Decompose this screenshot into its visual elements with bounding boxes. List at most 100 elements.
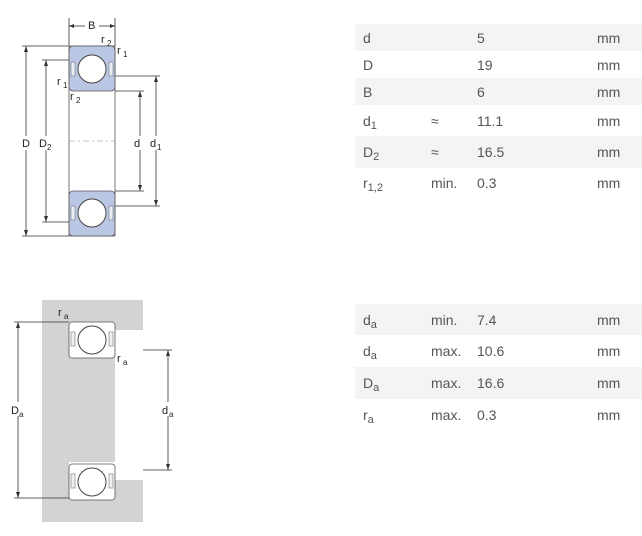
dimension-qualifier: ≈ — [431, 144, 439, 160]
dimension-symbol: d — [355, 24, 423, 51]
dimension-value: 10.6 — [477, 343, 505, 359]
dimension-symbol: da — [355, 335, 423, 367]
table-row: da max. 10.6 mm — [355, 335, 642, 367]
label-r2-top: r — [101, 34, 105, 46]
dimension-symbol: ra — [355, 399, 423, 430]
dimension-value: 7.4 — [477, 311, 497, 328]
symbol-letter: d — [363, 112, 371, 129]
dimension-value: 19 — [477, 56, 493, 73]
table-row: da min. 7.4 mm — [355, 304, 642, 335]
dimension-symbol: d1 — [355, 105, 423, 136]
dimension-qualifier: max. — [431, 406, 462, 423]
dimension-qualifier: max. — [431, 375, 462, 391]
dimension-symbol: B — [355, 78, 423, 105]
table-row: D 19 mm — [355, 51, 642, 78]
dimension-value: 6 — [477, 83, 485, 100]
dimension-qualifier: ≈ — [431, 112, 439, 129]
symbol-subscript: a — [370, 350, 377, 362]
table-row: B 6 mm — [355, 78, 642, 105]
label-d1-sub: 1 — [157, 143, 162, 152]
symbol-subscript: a — [367, 413, 374, 426]
bearing-body — [68, 45, 116, 237]
dimension-qualifier — [423, 78, 469, 105]
label-ra-top: r — [58, 307, 62, 319]
label-da-housing: D — [11, 405, 19, 417]
symbol-letter: D — [363, 375, 374, 391]
label-ra-top-sub: a — [64, 312, 69, 321]
symbol-subscript: 1 — [370, 119, 377, 132]
label-ra-right: r — [117, 353, 121, 365]
symbol-letter: d — [363, 311, 371, 328]
outer-diameter-dimension — [22, 45, 69, 237]
dimension-value: 16.5 — [477, 144, 505, 160]
dimension-unit: mm — [597, 112, 621, 129]
symbol-letter: r — [363, 175, 368, 191]
shaft-diameter-dimension — [143, 349, 172, 471]
abutment-dimensions-diagram: D a d a r a r a — [11, 300, 174, 522]
dimension-qualifier — [423, 24, 469, 51]
dimension-qualifier: max. — [431, 343, 462, 359]
dimension-value: 11.1 — [477, 112, 504, 129]
dimension-value: 0.3 — [477, 406, 497, 423]
dimension-value: 0.3 — [477, 175, 497, 191]
dimension-unit: mm — [597, 144, 621, 160]
dimension-unit: mm — [597, 406, 621, 423]
symbol-letter: d — [363, 343, 371, 359]
label-ra-right-sub: a — [123, 358, 128, 367]
label-r1-top: r — [117, 45, 121, 57]
label-d-bore: d — [134, 138, 140, 150]
dimension-symbol: D — [355, 51, 423, 78]
label-da-housing-sub: a — [19, 410, 24, 419]
dimension-unit: mm — [597, 83, 621, 100]
symbol-letter: r — [363, 406, 368, 423]
label-d-outer: D — [22, 138, 30, 150]
housing-diameter-dimension — [14, 321, 69, 499]
dimension-unit: mm — [597, 29, 621, 46]
label-b: B — [88, 20, 95, 32]
bearing-sections — [68, 321, 116, 501]
symbol-letter: D — [363, 144, 374, 160]
dimension-unit: mm — [597, 311, 621, 328]
label-d1: d — [150, 138, 156, 150]
table-row: d 5 mm — [355, 24, 642, 51]
dimension-unit: mm — [597, 56, 621, 73]
dimension-qualifier: min. — [431, 175, 458, 191]
symbol-letter: D — [363, 56, 374, 73]
dimension-symbol: da — [355, 304, 423, 335]
label-da-shaft: d — [162, 405, 168, 417]
dimension-unit: mm — [597, 343, 621, 359]
table-row: r1,2 min. 0.3 mm — [355, 168, 642, 198]
symbol-subscript: 1,2 — [367, 182, 383, 194]
symbol-letter: d — [363, 29, 371, 46]
label-d2: D — [39, 138, 47, 150]
bearing-dimensions-diagram: B D D 2 d d 1 — [22, 18, 162, 237]
label-d2-sub: 2 — [47, 143, 52, 152]
dimension-unit: mm — [597, 375, 621, 391]
table-row: d1 ≈11.1 mm — [355, 105, 642, 136]
label-r2-left: r — [70, 91, 74, 103]
label-r2-left-sub: 2 — [76, 96, 81, 105]
dimension-symbol: r1,2 — [355, 168, 423, 198]
label-r1-left-sub: 1 — [63, 81, 68, 90]
width-b-dimension — [68, 18, 116, 46]
label-r1-left: r — [57, 76, 61, 88]
symbol-subscript: 2 — [373, 151, 380, 163]
dimension-qualifier: min. — [431, 311, 458, 328]
table-row: ra max. 0.3 mm — [355, 399, 642, 430]
dimension-value: 5 — [477, 29, 485, 46]
table-row: D2 ≈16.5 mm — [355, 136, 642, 168]
symbol-subscript: a — [370, 318, 377, 331]
label-r2-top-sub: 2 — [107, 39, 112, 48]
label-da-shaft-sub: a — [169, 410, 174, 419]
bore-diameter-dimension — [115, 75, 160, 207]
dimension-unit: mm — [597, 175, 621, 191]
label-r1-top-sub: 1 — [123, 50, 128, 59]
dimension-symbol: Da — [355, 367, 423, 399]
symbol-letter: B — [363, 83, 373, 100]
dimension-qualifier — [423, 51, 469, 78]
